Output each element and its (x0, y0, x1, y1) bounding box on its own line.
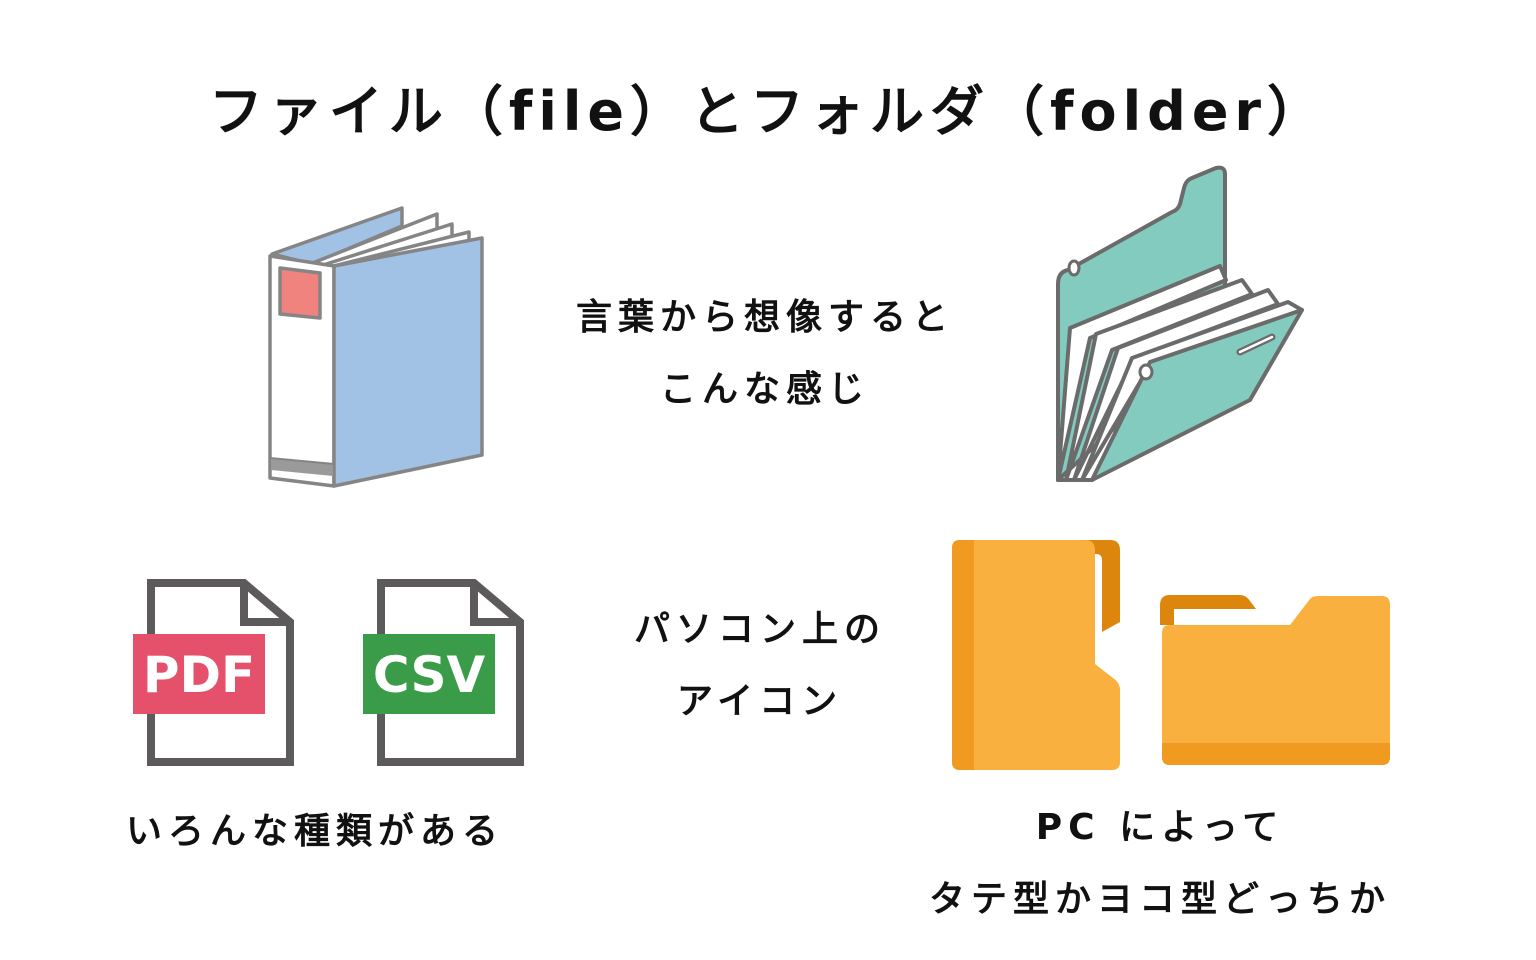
csv-file-icon: CSV (360, 578, 530, 770)
vertical-folder-icon (950, 540, 1125, 772)
pdf-label: PDF (143, 646, 255, 704)
horizontal-folder-icon (1160, 595, 1392, 770)
ring-binder-icon (262, 200, 492, 495)
imagination-caption-line2: こんな感じ (659, 369, 870, 410)
folder-orientation-caption-line2: タテ型かヨコ型どっちか (928, 879, 1391, 920)
file-types-caption: いろんな種類がある (125, 811, 504, 852)
csv-label: CSV (373, 646, 486, 704)
pc-icon-caption: パソコン上の アイコン (600, 594, 920, 738)
page-title: ファイル（file）とフォルダ（folder） (208, 80, 1328, 143)
pdf-file-icon: PDF (130, 578, 300, 770)
imagination-caption-line1: 言葉から想像すると (575, 297, 954, 338)
accordion-folder-icon (1040, 162, 1315, 492)
folder-orientation-caption: PC によって タテ型かヨコ型どっちか (900, 792, 1420, 936)
imagination-caption: 言葉から想像すると こんな感じ (560, 282, 970, 426)
folder-orientation-caption-line1: PC によって (1035, 807, 1285, 848)
pc-icon-caption-line1: パソコン上の (633, 609, 886, 650)
pc-icon-caption-line2: アイコン (676, 681, 844, 722)
